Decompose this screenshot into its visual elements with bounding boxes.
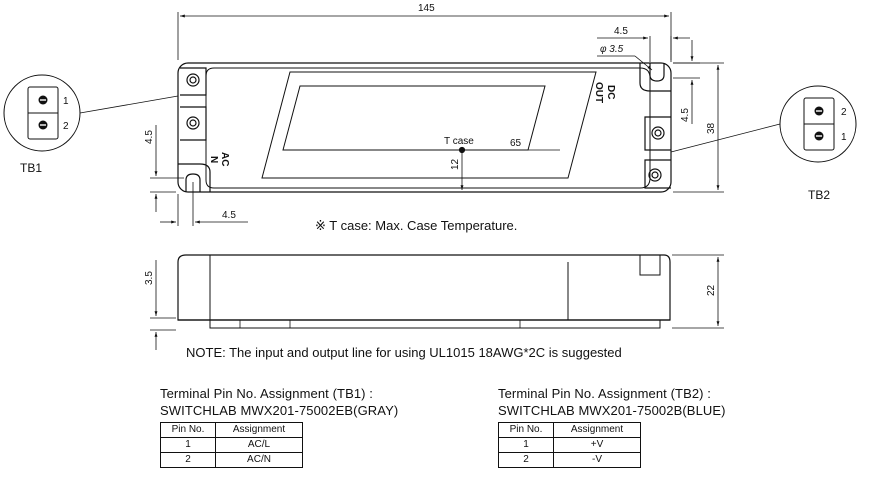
dim-overall-length: 145: [418, 3, 435, 14]
tb2-assignment: Terminal Pin No. Assignment (TB2) : SWIT…: [498, 385, 726, 468]
pin-cell: 1: [498, 437, 554, 453]
dim-hole-offset-y-left: 4.5: [144, 130, 155, 144]
left-mount-top: [180, 67, 207, 96]
header-pin-no: Pin No.: [160, 422, 216, 438]
table-row: 1 +V: [498, 437, 641, 453]
header-assignment: Assignment: [553, 422, 641, 438]
wiring-note: NOTE: The input and output line for usin…: [186, 345, 622, 360]
input-terminal-label: AC: [219, 152, 230, 166]
tb1-pin-label-1: 1: [63, 96, 69, 107]
assignment-cell: AC/N: [215, 452, 303, 468]
dim-tcase-x: 65: [510, 138, 522, 149]
tb2-pin-label-2: 2: [841, 107, 847, 118]
side-view: [177, 254, 671, 329]
tb2-screw-2: [814, 106, 824, 116]
tb1-table-title-1: Terminal Pin No. Assignment (TB1) :: [160, 386, 374, 401]
table-row: 2 AC/N: [160, 452, 303, 468]
right-mount-mid: [644, 116, 671, 151]
tb2-table-title-2: SWITCHLAB MWX201-75002B(BLUE): [498, 403, 726, 418]
left-mount-slot: [178, 163, 211, 192]
assignment-cell: -V: [553, 452, 641, 468]
top-view: [177, 62, 672, 193]
tcase-label: T case: [444, 136, 474, 147]
tb2-callout: [670, 85, 857, 163]
case-outline: [177, 62, 672, 193]
dim-hole-offset-x: 4.5: [614, 26, 628, 37]
left-mount-mid: [180, 106, 207, 141]
table-row: 1 AC/L: [160, 437, 303, 453]
tb1-screw-2: [38, 120, 48, 130]
dim-hole-offset-x-left: 4.5: [222, 210, 236, 221]
label-window: [282, 85, 546, 151]
tb2-table-title-1: Terminal Pin No. Assignment (TB2) :: [498, 386, 712, 401]
side-dimension-lines: [150, 254, 724, 350]
tb1-label: TB1: [20, 161, 42, 175]
output-terminal-label: DC: [605, 85, 616, 99]
pin-cell: 2: [160, 452, 216, 468]
table-header-row: Pin No. Assignment: [160, 422, 303, 438]
output-terminal-label-2: OUT: [593, 82, 604, 103]
right-mount-slot: [639, 63, 671, 92]
dim-tcase-y: 12: [450, 158, 461, 170]
dim-overall-width: 38: [706, 122, 717, 134]
input-terminal-label-2: N: [208, 156, 219, 163]
tb1-assignment: Terminal Pin No. Assignment (TB1) : SWIT…: [160, 385, 398, 468]
tb2-pin-label-1: 1: [841, 132, 847, 143]
tb2-pin-table: Pin No. Assignment 1 +V 2 -V: [498, 422, 641, 468]
table-row: 2 -V: [498, 452, 641, 468]
header-pin-no: Pin No.: [498, 422, 554, 438]
tb1-callout: [3, 74, 179, 152]
dim-side-step: 3.5: [144, 271, 155, 285]
assignment-cell: AC/L: [215, 437, 303, 453]
dim-side-height: 22: [706, 284, 717, 296]
tb1-screw-1: [38, 95, 48, 105]
tb2-label: TB2: [808, 188, 830, 202]
pin-cell: 1: [160, 437, 216, 453]
dim-hole-offset-y-right: 4.5: [680, 108, 691, 122]
label-recess: [261, 71, 597, 179]
pin-cell: 2: [498, 452, 554, 468]
right-mount-bottom: [644, 159, 671, 189]
tb1-pin-label-2: 2: [63, 121, 69, 132]
tb1-table-title-2: SWITCHLAB MWX201-75002EB(GRAY): [160, 403, 399, 418]
tb2-screw-1: [814, 131, 824, 141]
tcase-note: ※ T case: Max. Case Temperature.: [315, 218, 517, 233]
dimension-lines: [150, 12, 724, 226]
assignment-cell: +V: [553, 437, 641, 453]
dim-hole-diameter: φ 3.5: [600, 44, 624, 55]
table-header-row: Pin No. Assignment: [498, 422, 641, 438]
tb1-pin-table: Pin No. Assignment 1 AC/L 2 AC/N: [160, 422, 303, 468]
header-assignment: Assignment: [215, 422, 303, 438]
